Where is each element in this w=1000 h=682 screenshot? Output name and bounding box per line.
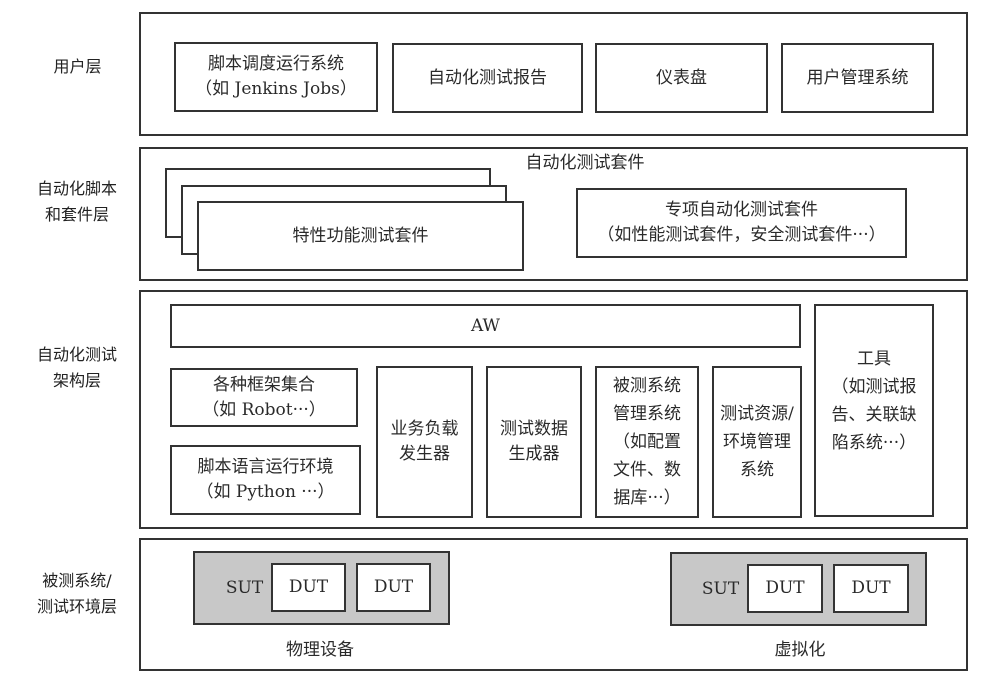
user-management-title: 用户管理系统	[806, 67, 909, 88]
script-scheduler-title: 脚本调度运行系统	[208, 54, 344, 74]
physical-dut-1-label: DUT	[288, 577, 329, 597]
virtual-sut-label: SUT	[701, 579, 740, 599]
physical-devices-label: 物理设备	[286, 640, 354, 660]
load-generator-title: 业务负载 发生器	[390, 419, 459, 464]
resource-management-box: 测试资源/ 环境管理 系统	[712, 366, 802, 518]
test-suite-group-title: 自动化测试套件	[525, 153, 645, 173]
layer-label-scripts: 自动化脚本 和套件层	[36, 179, 117, 224]
frameworks-sub: （如 Robot···）	[202, 399, 326, 420]
runtime-box: 脚本语言运行环境 （如 Python ···）	[170, 445, 361, 515]
frameworks-box: 各种框架集合 （如 Robot···）	[170, 368, 358, 427]
physical-sut-label: SUT	[225, 578, 264, 598]
sut-management-title: 被测系统 管理系统 （如配置 文件、数 据库···）	[613, 376, 681, 508]
load-generator-box: 业务负载 发生器	[376, 366, 473, 518]
physical-dut-2-label: DUT	[373, 577, 414, 597]
dashboard-title: 仪表盘	[656, 67, 707, 88]
aw-box: AW	[170, 304, 801, 348]
test-report-title: 自动化测试报告	[428, 67, 547, 88]
physical-dut-2: DUT	[356, 563, 431, 612]
resource-management-title: 测试资源/ 环境管理 系统	[720, 404, 794, 480]
special-suite-box: 专项自动化测试套件 （如性能测试套件，安全测试套件···）	[576, 188, 907, 258]
test-report-box: 自动化测试报告	[392, 43, 583, 113]
script-scheduler-sub: （如 Jenkins Jobs）	[195, 79, 357, 99]
virtual-dut-2: DUT	[833, 564, 909, 613]
tools-box: 工具 （如测试报 告、关联缺 陷系统···）	[814, 304, 934, 517]
layer-label-environment: 被测系统/ 测试环境层	[36, 571, 117, 616]
virtual-dut-1-label: DUT	[765, 578, 805, 598]
layer-label-framework: 自动化测试 架构层	[36, 345, 117, 390]
runtime-title: 脚本语言运行环境	[197, 457, 334, 477]
physical-dut-1: DUT	[271, 563, 346, 612]
feature-suite-box: 特性功能测试套件	[197, 201, 524, 271]
virtualization-label: 虚拟化	[774, 640, 826, 660]
aw-title: AW	[470, 315, 501, 336]
feature-suite-title: 特性功能测试套件	[292, 225, 429, 246]
special-suite-sub: （如性能测试套件，安全测试套件···）	[597, 225, 886, 245]
frameworks-title: 各种框架集合	[213, 374, 315, 395]
sut-management-box: 被测系统 管理系统 （如配置 文件、数 据库···）	[595, 366, 699, 518]
virtual-dut-2-label: DUT	[851, 578, 891, 598]
data-generator-title: 测试数据 生成器	[500, 419, 568, 464]
tools-title: 工具 （如测试报 告、关联缺 陷系统···）	[831, 348, 917, 453]
layer-label-user: 用户层	[53, 57, 102, 76]
data-generator-box: 测试数据 生成器	[486, 366, 582, 518]
dashboard-box: 仪表盘	[595, 43, 768, 113]
runtime-sub: （如 Python ···）	[196, 482, 335, 502]
script-scheduler-box: 脚本调度运行系统 （如 Jenkins Jobs）	[174, 42, 378, 112]
special-suite-title: 专项自动化测试套件	[665, 200, 818, 220]
user-management-box: 用户管理系统	[781, 43, 934, 113]
virtual-dut-1: DUT	[747, 564, 823, 613]
